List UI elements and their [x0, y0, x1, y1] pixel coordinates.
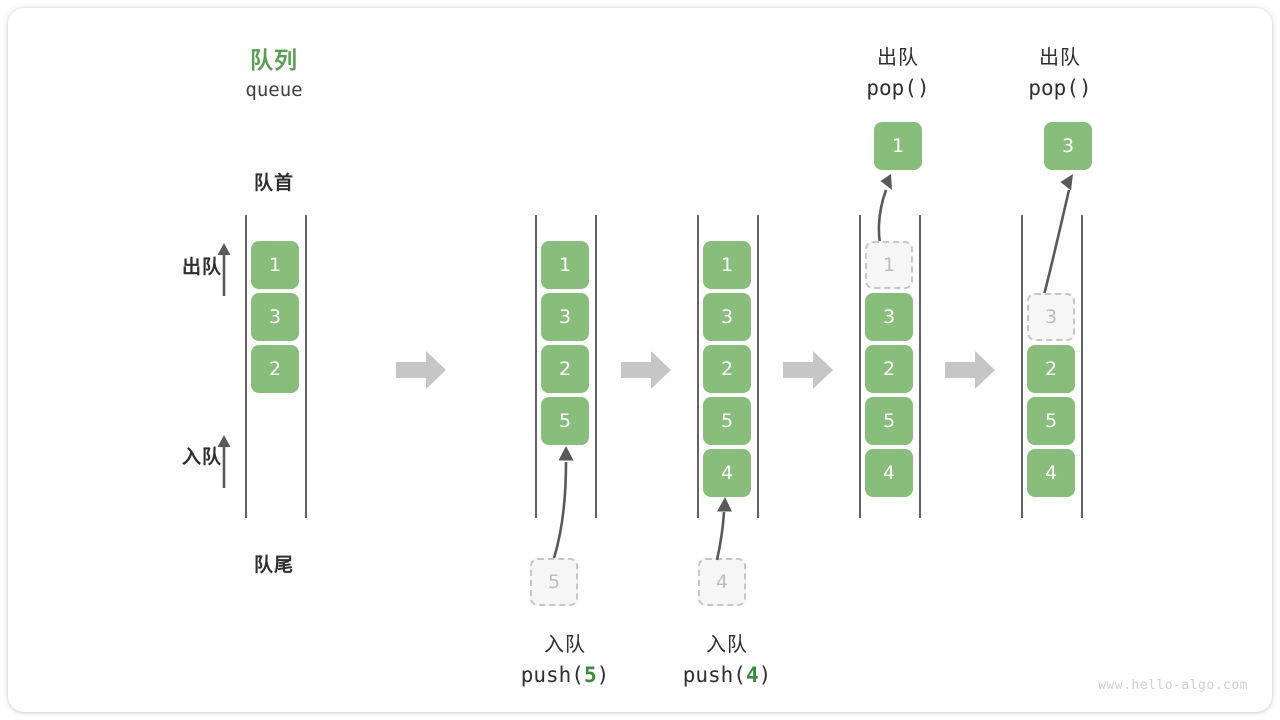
push-arrow-icon	[528, 440, 608, 560]
flow-arrow-icon	[396, 349, 448, 391]
push-caption-cn: 入队	[706, 632, 748, 656]
push-caption-code: push(5)	[485, 663, 645, 687]
incoming-element-ghost: 4	[698, 558, 746, 606]
queue-rail-right	[919, 215, 921, 518]
site-watermark: www.hello-algo.com	[1098, 678, 1248, 693]
popped-element: 3	[1044, 122, 1092, 170]
queue-rail-left	[859, 215, 861, 518]
queue-front-label: 队首	[253, 172, 294, 194]
queue-cell-ghost: 3	[1027, 293, 1075, 341]
push-code-arg: 4	[745, 663, 759, 687]
queue-cell: 3	[865, 293, 913, 341]
pop-header-code: pop()	[1028, 76, 1092, 100]
queue-rail-left	[697, 215, 699, 518]
enqueue-direction-label: 入队	[181, 446, 222, 468]
pop-header-cn: 出队	[1039, 45, 1081, 69]
flow-arrow-icon	[945, 349, 997, 391]
popped-element: 1	[874, 122, 922, 170]
queue-cell: 4	[865, 449, 913, 497]
queue-rail-left	[535, 215, 537, 518]
push-code-prefix: push(	[682, 663, 746, 687]
diagram-card: 队列 queue 队首 队尾 出队 入队 1 3 2 1 3 2	[8, 8, 1272, 712]
queue-cell-ghost: 1	[865, 241, 913, 289]
queue-cell: 2	[251, 345, 299, 393]
queue-cell: 3	[541, 293, 589, 341]
queue-cell: 5	[1027, 397, 1075, 445]
queue-cell: 2	[541, 345, 589, 393]
enqueue-direction-arrow-icon	[213, 432, 235, 490]
queue-cell: 2	[865, 345, 913, 393]
push-code-prefix: push(	[520, 663, 584, 687]
queue-rear-label: 队尾	[253, 554, 294, 576]
queue-cell: 2	[1027, 345, 1075, 393]
push-code-suffix: )	[596, 663, 610, 687]
queue-rail-left	[245, 215, 247, 518]
dequeue-direction-arrow-icon	[213, 240, 235, 298]
diagram-stage: 队列 queue 队首 队尾 出队 入队 1 3 2 1 3 2	[8, 8, 1272, 712]
queue-cell: 4	[1027, 449, 1075, 497]
queue-rail-right	[757, 215, 759, 518]
queue-cell: 5	[703, 397, 751, 445]
queue-rail-right	[305, 215, 307, 518]
queue-cell: 4	[703, 449, 751, 497]
queue-cell: 5	[865, 397, 913, 445]
queue-cell: 1	[251, 241, 299, 289]
diagram-title-cn: 队列	[250, 48, 298, 74]
queue-cell: 1	[703, 241, 751, 289]
pop-header-code: pop()	[866, 76, 930, 100]
push-code-arg: 5	[583, 663, 597, 687]
queue-cell: 2	[703, 345, 751, 393]
queue-rail-right	[1081, 215, 1083, 518]
queue-rail-left	[1021, 215, 1023, 518]
push-arrow-icon	[698, 494, 768, 562]
flow-arrow-icon	[621, 349, 673, 391]
queue-cell: 3	[251, 293, 299, 341]
push-caption-code: push(4)	[647, 663, 807, 687]
incoming-element-ghost: 5	[530, 558, 578, 606]
flow-arrow-icon	[783, 349, 835, 391]
push-code-suffix: )	[758, 663, 772, 687]
queue-rail-right	[595, 215, 597, 518]
queue-cell: 5	[541, 397, 589, 445]
queue-cell: 3	[703, 293, 751, 341]
push-caption-cn: 入队	[544, 632, 586, 656]
pop-header-cn: 出队	[877, 45, 919, 69]
diagram-title-en: queue	[245, 79, 303, 101]
dequeue-direction-label: 出队	[181, 256, 222, 278]
queue-cell: 1	[541, 241, 589, 289]
